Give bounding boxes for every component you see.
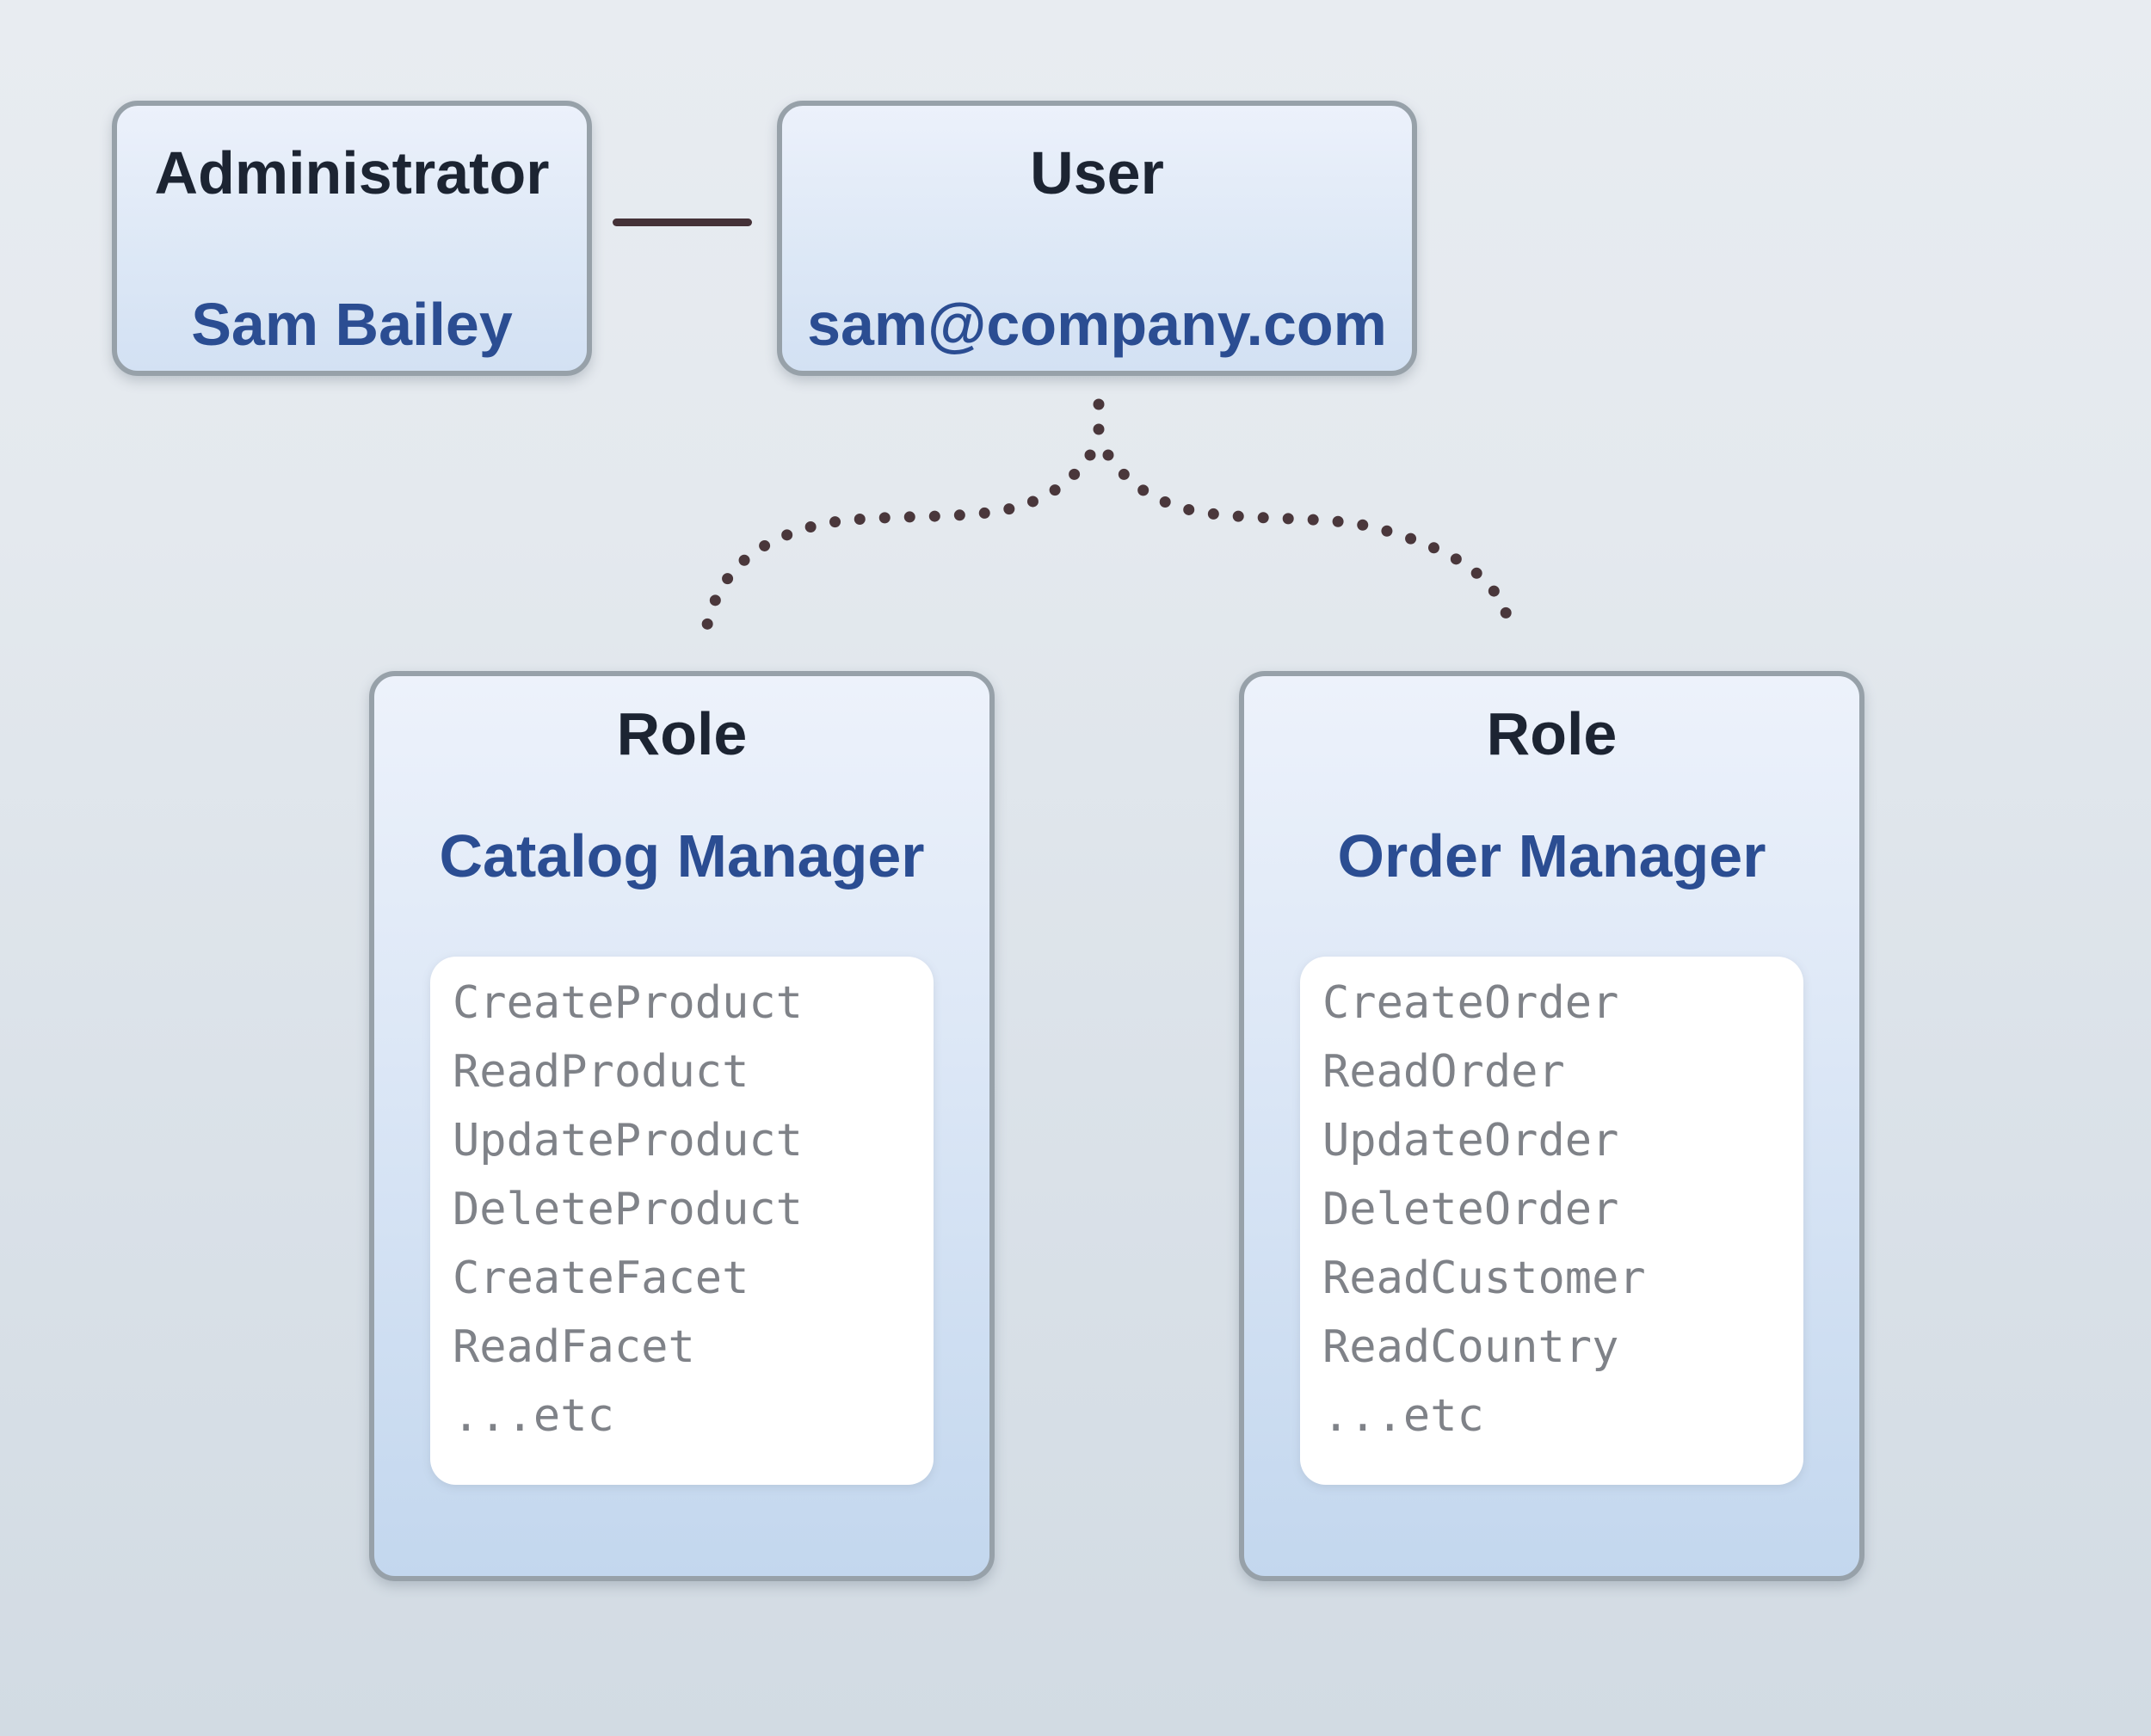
permission-item: UpdateOrder: [1322, 1115, 1619, 1167]
permission-item: UpdateProduct: [453, 1115, 803, 1167]
permission-item: DeleteProduct: [453, 1184, 803, 1235]
permission-item: DeleteOrder: [1322, 1184, 1619, 1235]
permissions-panel-catalog: CreateProduct ReadProduct UpdateProduct …: [430, 957, 934, 1485]
role-title: Role: [1486, 700, 1618, 767]
permission-item: ReadCustomer: [1322, 1253, 1646, 1304]
permission-item: ...etc: [453, 1390, 614, 1442]
administrator-name: Sam Bailey: [191, 291, 513, 358]
permissions-panel-order: CreateOrder ReadOrder UpdateOrder Delete…: [1300, 957, 1803, 1485]
connector-left-branch: [701, 449, 1096, 631]
permission-item: ReadCountry: [1322, 1321, 1619, 1373]
permission-item: CreateOrder: [1322, 977, 1619, 1029]
role-node-order-manager: Role Order Manager CreateOrder ReadOrder…: [1239, 671, 1864, 1581]
permission-item: ...etc: [1322, 1390, 1484, 1442]
admin-user-connector-line: [613, 219, 752, 226]
role-title: Role: [616, 700, 748, 767]
permission-item: CreateFacet: [453, 1253, 749, 1304]
permission-item: ReadFacet: [453, 1321, 695, 1373]
user-node: User sam@company.com: [777, 101, 1417, 376]
user-email: sam@company.com: [807, 291, 1387, 358]
role-name-order-manager: Order Manager: [1337, 822, 1766, 890]
permission-item: CreateProduct: [453, 977, 803, 1029]
role-node-catalog-manager: Role Catalog Manager CreateProduct ReadP…: [369, 671, 995, 1581]
user-title: User: [1030, 139, 1164, 206]
role-name-catalog-manager: Catalog Manager: [439, 822, 925, 890]
permission-item: ReadOrder: [1322, 1046, 1565, 1098]
connector-right-branch: [1102, 449, 1515, 631]
administrator-node: Administrator Sam Bailey: [112, 101, 592, 376]
administrator-title: Administrator: [154, 139, 550, 206]
permission-item: ReadProduct: [453, 1046, 749, 1098]
